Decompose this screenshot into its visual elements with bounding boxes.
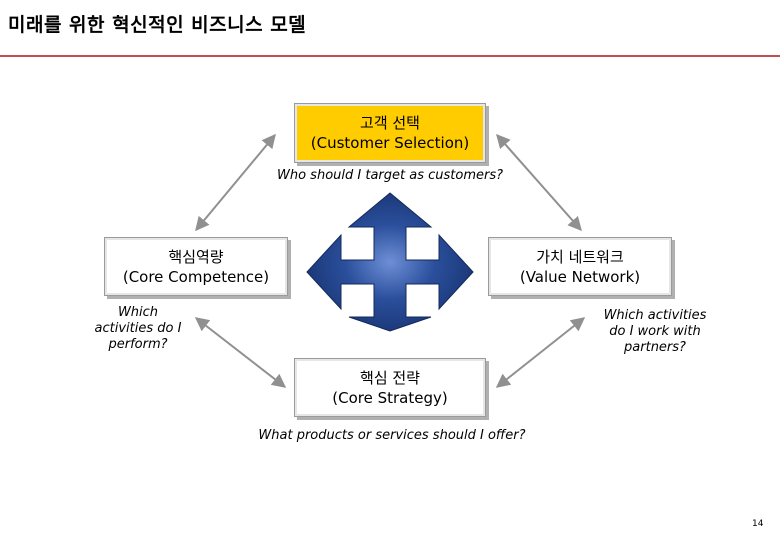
- question-line: do I work with: [590, 324, 720, 340]
- question-line: Who should I target as customers?: [230, 168, 550, 184]
- question-line: perform?: [78, 337, 198, 353]
- four-way-arrow-icon: [307, 193, 473, 331]
- core-strategy-title-en: (Core Strategy): [332, 388, 447, 408]
- connector-competence-strategy: [196, 318, 285, 387]
- customer-selection-title-ko: 고객 선택: [360, 113, 420, 133]
- value-network-title-ko: 가치 네트워크: [536, 247, 624, 267]
- page-number: 14: [752, 519, 763, 529]
- question-line: Which activities: [590, 308, 720, 324]
- competence-question: Which activities do I perform?: [78, 305, 198, 353]
- value-network-box: 가치 네트워크 (Value Network): [488, 237, 672, 296]
- core-competence-title-en: (Core Competence): [123, 267, 269, 287]
- question-line: What products or services should I offer…: [212, 428, 572, 444]
- question-line: partners?: [590, 340, 720, 356]
- core-competence-title-ko: 핵심역량: [168, 247, 223, 267]
- core-strategy-box: 핵심 전략 (Core Strategy): [294, 358, 486, 417]
- customer-question: Who should I target as customers?: [230, 168, 550, 184]
- network-question: Which activities do I work with partners…: [590, 308, 720, 356]
- core-strategy-title-ko: 핵심 전략: [360, 368, 420, 388]
- connector-network-strategy: [497, 318, 584, 387]
- strategy-question: What products or services should I offer…: [212, 428, 572, 444]
- customer-selection-box: 고객 선택 (Customer Selection): [294, 103, 486, 163]
- customer-selection-title-en: (Customer Selection): [311, 133, 469, 153]
- value-network-title-en: (Value Network): [520, 267, 640, 287]
- question-line: Which: [78, 305, 198, 321]
- question-line: activities do I: [78, 321, 198, 337]
- core-competence-box: 핵심역량 (Core Competence): [104, 237, 288, 296]
